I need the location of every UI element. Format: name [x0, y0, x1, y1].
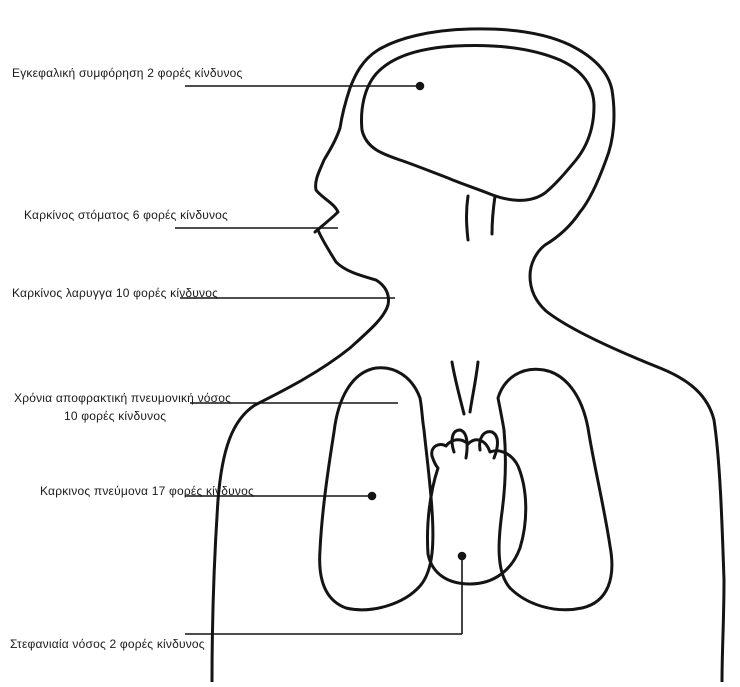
dot-lung [369, 493, 376, 500]
dot-heart [459, 553, 466, 560]
trachea [452, 362, 478, 414]
label-coronary-disease-risk: Στεφανιαία νόσος 2 φορές κίνδυνος [10, 637, 205, 651]
label-mouth-cancer-risk: Καρκίνος στόματος 6 φορές κίνδυνος [24, 208, 228, 222]
left-lung [320, 368, 433, 610]
heart [427, 440, 525, 584]
label-brain-stroke-risk: Εγκεφαλική συμφόρηση 2 φορές κίνδυνος [12, 66, 243, 80]
label-larynx-cancer-risk: Καρκίνος λαρυγγα 10 φορές κίνδυνος [12, 286, 218, 300]
head-profile-outline [315, 29, 724, 682]
label-copd-risk-line1: Χρόνια αποφρακτική πνευμονική νόσος [14, 391, 231, 405]
label-lung-cancer-risk: Καρκινος πνεύμονα 17 φορές κίνδυνος [40, 484, 254, 498]
right-lung [498, 369, 612, 610]
brain-outline [362, 46, 594, 201]
heart-vessels [452, 430, 498, 458]
label-copd-risk-line2: 10 φορές κίνδυνος [64, 409, 166, 423]
brain-stem [467, 196, 496, 240]
dot-brain [417, 83, 424, 90]
